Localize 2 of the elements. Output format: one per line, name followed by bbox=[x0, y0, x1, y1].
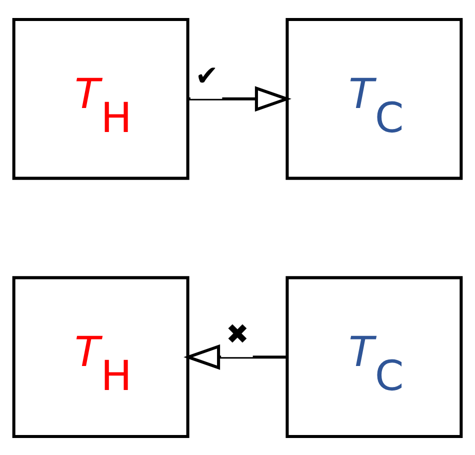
edge-label: ✔ bbox=[195, 58, 218, 92]
edge-label: ✖ bbox=[226, 316, 250, 350]
